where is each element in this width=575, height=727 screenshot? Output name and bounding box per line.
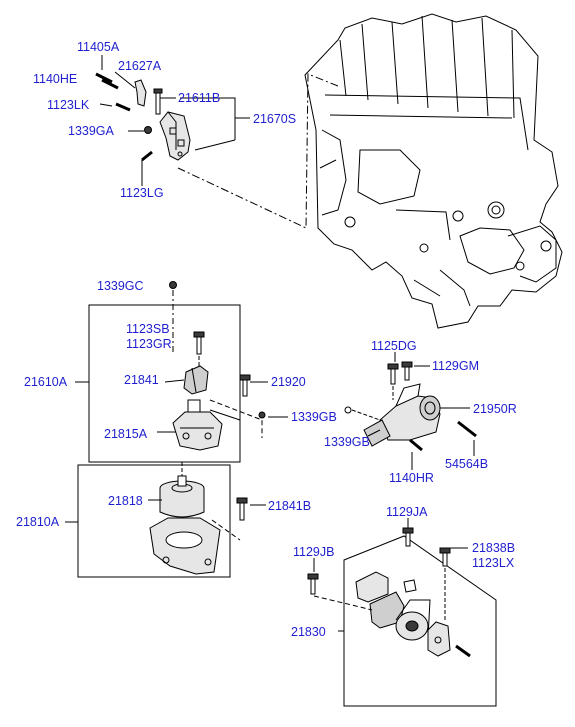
label-1129GM[interactable]: 1129GM — [432, 359, 480, 373]
label-21920[interactable]: 21920 — [271, 375, 306, 389]
label-21611B[interactable]: 21611B — [178, 91, 221, 105]
label-1129JB[interactable]: 1129JB — [293, 545, 335, 559]
label-1125DG[interactable]: 1125DG — [371, 339, 417, 353]
label-21810A[interactable]: 21810A — [16, 515, 60, 529]
mount-21815A — [172, 399, 223, 451]
label-1339GA[interactable]: 1339GA — [68, 124, 114, 138]
label-21610A[interactable]: 21610A — [24, 375, 68, 389]
label-21830[interactable]: 21830 — [291, 625, 326, 639]
label-1140HR[interactable]: 1140HR — [389, 471, 434, 485]
label-21670S[interactable]: 21670S — [253, 112, 297, 126]
upper-bracket-21670S — [95, 72, 191, 162]
label-1123LG[interactable]: 1123LG — [120, 186, 164, 200]
label-21627A[interactable]: 21627A — [118, 59, 162, 73]
label-1123LK[interactable]: 1123LK — [47, 98, 90, 112]
label-1339GB-right[interactable]: 1339GB — [324, 435, 370, 449]
label-1123SB[interactable]: 1123SB — [126, 322, 170, 336]
label-21841[interactable]: 21841 — [124, 373, 159, 387]
label-21838B[interactable]: 21838B — [472, 541, 516, 555]
label-1339GC[interactable]: 1339GC — [97, 279, 144, 293]
label-1123GR[interactable]: 1123GR — [126, 337, 172, 351]
label-1339GB-left[interactable]: 1339GB — [291, 410, 337, 424]
label-1123LX[interactable]: 1123LX — [472, 556, 515, 570]
box-21830 — [343, 535, 497, 707]
engine-block — [304, 13, 563, 329]
box-21610A — [88, 304, 241, 463]
label-1129JA[interactable]: 1129JA — [386, 505, 428, 519]
label-1140HE[interactable]: 1140HE — [33, 72, 78, 86]
label-21841B[interactable]: 21841B — [268, 499, 312, 513]
label-11405A[interactable]: 11405A — [77, 40, 120, 54]
label-21818[interactable]: 21818 — [108, 494, 143, 508]
mount-21818 — [149, 475, 221, 575]
label-21950R[interactable]: 21950R — [473, 402, 517, 416]
label-21815A[interactable]: 21815A — [104, 427, 148, 441]
mount-21830 — [355, 571, 451, 657]
label-54564B[interactable]: 54564B — [445, 457, 489, 471]
box-21810A — [77, 464, 231, 578]
insulator-21841 — [183, 365, 209, 395]
mount-21950R — [363, 383, 441, 447]
